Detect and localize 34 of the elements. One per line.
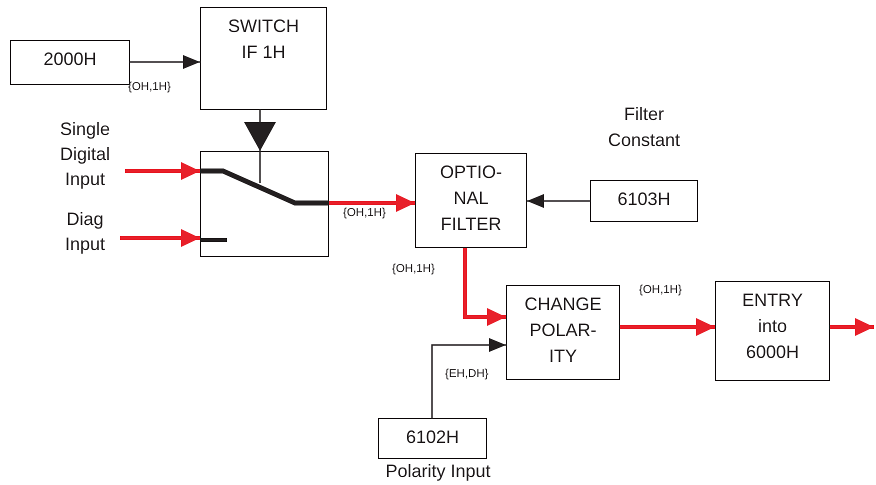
arrow (431, 338, 506, 418)
process-box (590, 180, 698, 222)
input-label: Diag Input (50, 207, 120, 257)
box-label: ENTRY into 6000H (741, 289, 804, 364)
edge-label: {OH,1H} (639, 283, 682, 297)
edge-label: {OH,1H} (343, 206, 386, 220)
box-label: OPTIO- NAL FILTER (439, 161, 503, 236)
arrow (125, 162, 200, 180)
box-label: 6102H (404, 426, 460, 449)
arrow (130, 55, 200, 69)
process-box (200, 7, 327, 110)
arrow (244, 110, 276, 151)
edge-label: {OH,1H} (392, 262, 435, 276)
box-label: CHANGE POLAR- ITY (523, 293, 602, 368)
box-label: 6103H (616, 188, 672, 211)
process-box (10, 40, 130, 85)
process-box (378, 418, 487, 459)
process-box (415, 153, 527, 248)
input-label: Single Digital Input (45, 117, 125, 192)
arrow (830, 318, 874, 336)
switch-box (200, 151, 329, 257)
arrow (329, 194, 415, 212)
arrow (463, 248, 506, 326)
edge-label: {EH,DH} (445, 367, 488, 381)
box-label: 2000H (42, 48, 98, 71)
edge-label: {OH,1H} (128, 80, 171, 94)
process-box (715, 281, 830, 381)
arrow (620, 318, 715, 336)
box-caption: Polarity Input (384, 460, 492, 483)
box-caption: Filter Constant (606, 103, 682, 152)
process-box (506, 285, 620, 380)
arrow (120, 229, 200, 247)
box-label: SWITCH IF 1H (227, 15, 300, 64)
arrow (527, 194, 590, 208)
